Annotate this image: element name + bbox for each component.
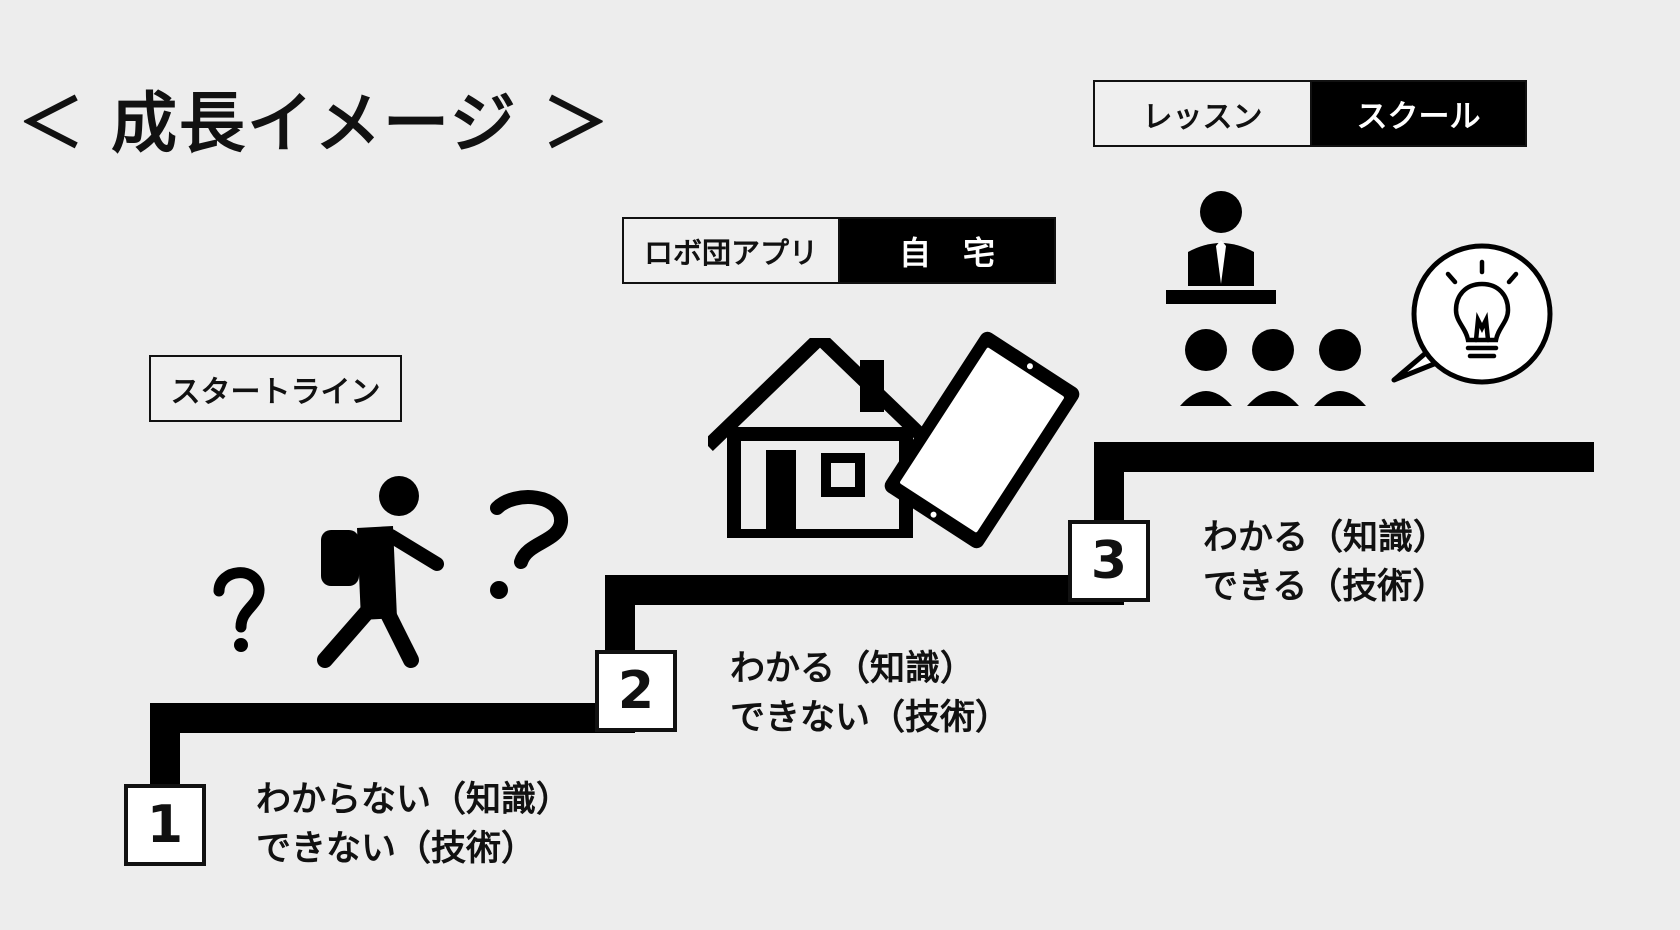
step-2-skill: できない（技術） (730, 698, 1011, 738)
home-tag-home: 自 宅 (840, 219, 1054, 282)
school-tag: レッスン スクール (1093, 80, 1527, 147)
step-1-skill: できない（技術） (256, 829, 537, 869)
school-tag-school: スクール (1312, 82, 1525, 145)
step-1-knowledge: わからない（知識） (256, 780, 572, 820)
page-title: ＜ 成長イメージ ＞ (18, 85, 611, 162)
step-2-knowledge: わかる（知識） (730, 649, 976, 689)
walking-student-icon (317, 476, 444, 668)
step-number-3: 3 (1068, 520, 1150, 602)
question-mark-icon (213, 567, 265, 652)
step-number-1: 1 (124, 784, 206, 866)
lightbulb-speech-bubble-icon (1391, 243, 1553, 385)
step-1-description: わからない（知識） できない（技術） (256, 776, 571, 874)
step-3-skill: できる（技術） (1203, 567, 1448, 607)
teacher-icon (1166, 191, 1276, 304)
start-line-text: スタートライン (170, 374, 381, 410)
start-line-label: スタートライン (149, 355, 402, 422)
home-tag-app: ロボ団アプリ (624, 219, 840, 282)
question-mark-icon (490, 490, 568, 599)
step-3-description: わかる（知識） できる（技術） (1203, 514, 1448, 612)
step-2-description: わかる（知識） できない（技術） (730, 645, 1010, 743)
step-number-2: 2 (595, 650, 677, 732)
school-tag-lesson: レッスン (1095, 82, 1312, 145)
step-3-knowledge: わかる（知識） (1203, 518, 1449, 558)
tablet-icon (884, 331, 1080, 549)
students-icon (1180, 329, 1366, 406)
home-tag: ロボ団アプリ 自 宅 (622, 217, 1056, 284)
